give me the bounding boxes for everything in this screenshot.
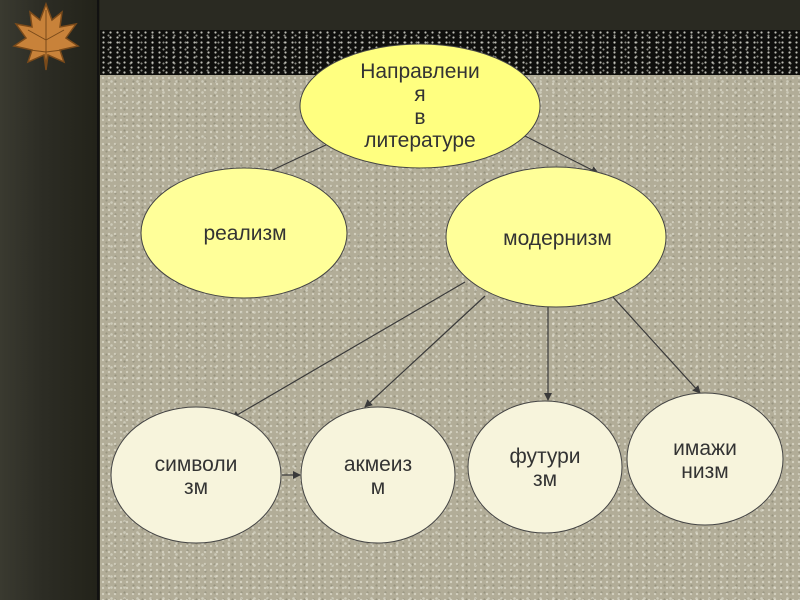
edge-modernism-imaginism	[611, 295, 701, 394]
futurism-node-label: футури зм	[509, 445, 581, 491]
top-band	[100, 0, 800, 30]
root-node	[299, 43, 541, 169]
edge-root-modernism	[524, 135, 599, 174]
imaginism-node-label: имажи низм	[673, 437, 737, 483]
root-node-label: Направлени я в литературе	[360, 60, 480, 152]
modernism-node-label: модернизм	[503, 226, 612, 250]
left-divider	[97, 0, 99, 600]
imaginism-node	[626, 392, 784, 526]
acmeism-node	[300, 406, 456, 544]
realism-node-label: реализм	[203, 221, 287, 245]
maple-leaf-icon	[12, 1, 80, 71]
edge-modernism-acmeism	[364, 295, 486, 408]
symbolism-node-label: символи зм	[154, 453, 238, 499]
modernism-node	[445, 166, 667, 308]
realism-node	[140, 167, 348, 299]
futurism-node	[467, 400, 623, 534]
edge-root-realism	[261, 142, 331, 176]
symbolism-node	[110, 406, 282, 544]
acmeism-node-label: акмеиз м	[343, 453, 413, 499]
left-sidebar-band	[0, 0, 100, 600]
edge-modernism-symbolism	[231, 281, 466, 419]
